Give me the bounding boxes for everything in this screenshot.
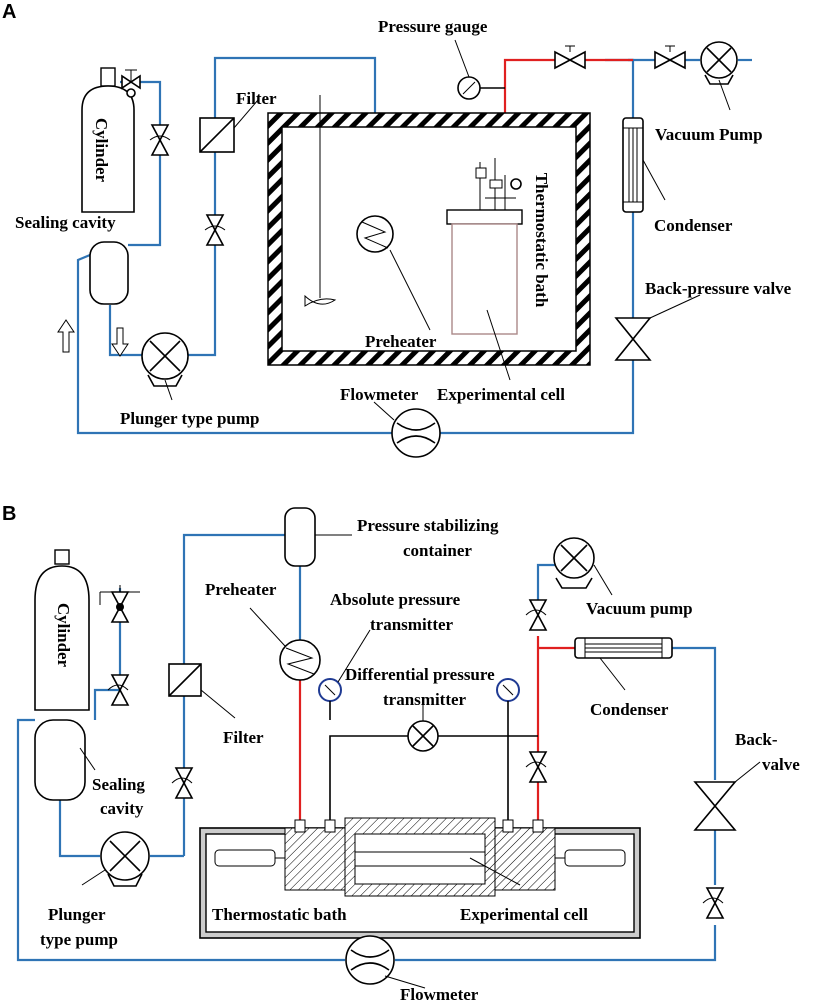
- panel-b: B: [2, 503, 800, 1004]
- preheater-label-b: Preheater: [205, 580, 277, 599]
- filter-line-b: [182, 533, 285, 856]
- flowmeter-b: [345, 935, 426, 989]
- filter-label-a: Filter: [236, 89, 277, 108]
- pressure-gauge-label-a: Pressure gauge: [378, 17, 488, 36]
- pressure-line-right-b: [438, 735, 509, 820]
- absolute-pressure-label-2-b: transmitter: [370, 615, 454, 634]
- condenser-line-b: [672, 646, 717, 780]
- experimental-cell-b: [214, 817, 626, 897]
- absolute-pressure-gauge-right-b: [496, 678, 520, 736]
- valve-cylinder-b: [107, 674, 130, 706]
- valve-vacuum-a1: [554, 45, 586, 70]
- differential-pressure-label-1-b: Differential pressure: [345, 665, 495, 684]
- cylinder-line-b: [93, 588, 122, 720]
- thermostatic-bath-label-a: Thermostatic bath: [532, 173, 551, 308]
- plunger-pump-label-2-b: type pump: [40, 930, 118, 949]
- valve-outlet-b: [525, 751, 548, 783]
- differential-pressure-label-2-b: transmitter: [383, 690, 467, 709]
- plunger-pump-label-1-b: Plunger: [48, 905, 106, 924]
- flow-arrow-down-a: [111, 327, 129, 357]
- cylinder-label-a: Cylinder: [92, 118, 111, 183]
- return-line-a: [76, 253, 392, 435]
- back-valve-b: [693, 761, 761, 831]
- sealing-cavity-label-a: Sealing cavity: [15, 213, 116, 232]
- flow-arrow-up-a: [57, 319, 75, 353]
- valve-return-b: [702, 887, 725, 919]
- filter-a: [199, 99, 259, 153]
- cylinder-label-b: Cylinder: [54, 603, 73, 668]
- sealing-cavity-label-1-b: Sealing: [92, 775, 145, 794]
- pressure-stabilizing-container-b: [284, 507, 352, 567]
- absolute-pressure-gauge-left-b: [318, 629, 371, 720]
- flowmeter-label-a: Flowmeter: [340, 385, 419, 404]
- preheater-label-a: Preheater: [365, 332, 437, 351]
- plunger-pump-label-a: Plunger type pump: [120, 409, 260, 428]
- differential-pressure-transmitter-b: [407, 705, 439, 752]
- condenser-a: [622, 117, 666, 213]
- panel-a: A: [2, 1, 792, 458]
- preheater-b: [249, 607, 321, 681]
- back-pressure-valve-label-a: Back-pressure valve: [645, 279, 792, 298]
- regulator-valve-a: [121, 69, 141, 98]
- vacuum-pump-b: [553, 537, 613, 596]
- stabilizer-label-1-b: Pressure stabilizing: [357, 516, 499, 535]
- vacuum-pump-a: [700, 41, 738, 111]
- cylinder-a: Cylinder: [81, 67, 135, 213]
- valve-filter-b: [171, 767, 194, 799]
- flowmeter-line-b: [395, 925, 717, 962]
- panel-a-letter: A: [2, 1, 16, 23]
- experimental-cell-label-b: Experimental cell: [460, 905, 588, 924]
- flowmeter-line-a: [440, 360, 635, 435]
- condenser-b: [574, 637, 673, 691]
- filter-b: [168, 663, 236, 719]
- pressure-gauge-a: [454, 39, 481, 100]
- preheater-a: [356, 215, 394, 253]
- absolute-pressure-label-1-b: Absolute pressure: [330, 590, 461, 609]
- panel-b-letter: B: [2, 503, 16, 525]
- sealing-cavity-a: [89, 241, 129, 305]
- experimental-cell-a: [446, 158, 523, 335]
- regulator-valve-b: [99, 585, 140, 623]
- back-pressure-valve-a: [614, 294, 701, 361]
- flowmeter-label-b: Flowmeter: [400, 985, 479, 1004]
- cell-leader-a: [486, 309, 511, 381]
- valve-cylinder-a: [149, 124, 171, 156]
- cavity-pump-line-b: [58, 800, 100, 858]
- sealing-cavity-label-2-b: cavity: [100, 799, 144, 818]
- condenser-label-a: Condenser: [654, 216, 733, 235]
- preheater-leader-a: [389, 249, 431, 331]
- return-line-b: [16, 718, 345, 962]
- back-valve-label-1-b: Back-: [735, 730, 778, 749]
- stabilizer-label-2-b: container: [403, 541, 472, 560]
- vacuum-line-b: [536, 563, 555, 600]
- valve-vacuum-b: [525, 599, 548, 631]
- thermostatic-bath-a: [267, 112, 591, 366]
- cavity-pump-line-a: [108, 305, 142, 357]
- vacuum-pump-label-a: Vacuum Pump: [655, 125, 763, 144]
- vacuum-pump-label-b: Vacuum pump: [586, 599, 693, 618]
- thermostatic-bath-label-b: Thermostatic bath: [212, 905, 347, 924]
- valve-filter-a: [204, 214, 226, 246]
- cylinder-b: Cylinder: [34, 549, 90, 711]
- stirrer-a: [304, 95, 337, 307]
- back-valve-label-2-b: valve: [762, 755, 800, 774]
- sealing-cavity-b: [34, 719, 96, 801]
- cell-leader-b: [469, 857, 521, 886]
- pump-out-line-a: [188, 350, 217, 357]
- plunger-pump-a: [141, 332, 189, 401]
- condenser-up-line-a: [605, 58, 635, 118]
- condenser-label-b: Condenser: [590, 700, 669, 719]
- pressure-line-left-b: [329, 735, 408, 820]
- valve-vacuum-a2: [654, 45, 686, 70]
- experimental-cell-label-a: Experimental cell: [437, 385, 565, 404]
- filter-label-b: Filter: [223, 728, 264, 747]
- plunger-pump-b: [81, 831, 150, 887]
- flowmeter-a: [373, 401, 441, 458]
